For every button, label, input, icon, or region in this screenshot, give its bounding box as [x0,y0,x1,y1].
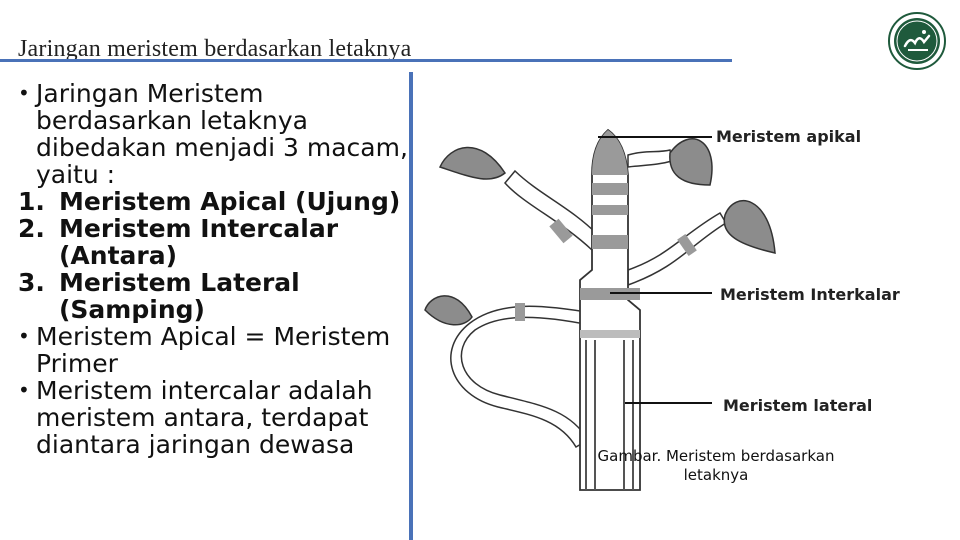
main-text: • Jaringan Meristem berdasarkan letaknya… [18,80,408,458]
bullet-text: Meristem Apical = Meristem Primer [36,322,391,378]
stem-band [592,205,628,215]
branch-band [677,233,697,257]
upper-left-branch [504,169,599,252]
numbered-item-1: 1. Meristem Apical (Ujung) [18,188,408,215]
stem-band [580,330,640,338]
upper-right-leaf [669,138,713,186]
intro-text: Jaringan Meristem berdasarkan letaknya d… [36,79,408,189]
university-emblem-icon [888,12,946,70]
vertical-divider [409,72,413,540]
title-underline [0,59,732,62]
intro-bullet: • Jaringan Meristem berdasarkan letaknya… [18,80,408,188]
bullet-marker: • [18,81,30,105]
meristem-diagram [424,128,776,491]
apical-meristem-zone [592,130,628,175]
upper-left-leaf [438,146,507,180]
number-marker: 1. [18,187,45,216]
stem-band [592,235,628,249]
bullet-item-2: • Meristem intercalar adalah meristem an… [18,377,408,458]
label-meristem-interkalar: Meristem Interkalar [720,285,900,304]
numbered-text: Meristem Intercalar (Antara) [59,214,339,270]
numbered-item-2: 2. Meristem Intercalar (Antara) [18,215,408,269]
upper-right-branch [627,149,673,168]
numbered-text: Meristem Apical (Ujung) [59,187,401,216]
stem-band [592,183,628,195]
slide-title: Jaringan meristem berdasarkan letaknya [18,36,412,62]
bullet-item-1: • Meristem Apical = Meristem Primer [18,323,408,377]
lower-left-branch [450,305,593,449]
branch-band [549,218,573,244]
mid-right-leaf [723,199,776,254]
number-marker: 3. [18,268,45,297]
lower-left-leaf [424,295,473,326]
figure-caption: Gambar. Meristem berdasarkan letaknya [597,447,835,484]
bullet-text: Meristem intercalar adalah meristem anta… [36,376,373,459]
label-meristem-lateral: Meristem lateral [723,396,873,415]
mid-right-branch [627,211,728,287]
number-marker: 2. [18,214,45,243]
bullet-marker: • [18,378,30,402]
numbered-text: Meristem Lateral (Samping) [59,268,300,324]
label-meristem-apikal: Meristem apikal [716,127,862,146]
branch-band [515,303,525,321]
bullet-marker: • [18,324,30,348]
numbered-item-3: 3. Meristem Lateral (Samping) [18,269,408,323]
